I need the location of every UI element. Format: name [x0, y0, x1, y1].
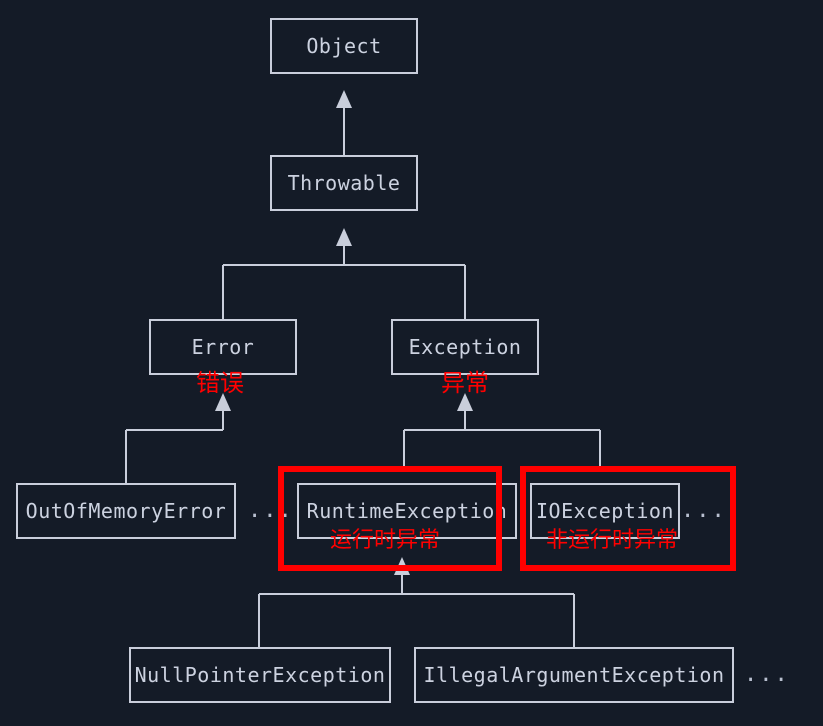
arrowhead-runtimeexception — [394, 557, 410, 575]
node-nullpointerexception[interactable]: NullPointerException — [129, 647, 391, 703]
annotation-error-chinese: 错误 — [196, 369, 244, 397]
node-object-label: Object — [306, 34, 382, 58]
node-ioexception[interactable]: IOException — [530, 483, 680, 539]
ellipsis-after-outofmemoryerror: ... — [248, 498, 294, 523]
node-throwable[interactable]: Throwable — [270, 155, 418, 211]
node-illegalargumentexception[interactable]: IllegalArgumentException — [414, 647, 734, 703]
node-runtimeexception-label: RuntimeException — [306, 499, 508, 523]
node-error-label: Error — [191, 335, 255, 359]
node-error[interactable]: Error — [149, 319, 297, 375]
annotation-exception-chinese: 异常 — [441, 369, 489, 397]
ellipsis-after-illegalargumentexception: ... — [744, 662, 790, 687]
ellipsis-after-ioexception: ... — [681, 498, 727, 523]
arrowhead-object — [336, 90, 352, 108]
node-runtimeexception[interactable]: RuntimeException — [297, 483, 517, 539]
node-outofmemoryerror[interactable]: OutOfMemoryError — [16, 483, 236, 539]
node-exception[interactable]: Exception — [391, 319, 539, 375]
node-ioexception-label: IOException — [536, 499, 674, 523]
node-illegalargumentexception-label: IllegalArgumentException — [423, 663, 725, 687]
node-nullpointerexception-label: NullPointerException — [134, 663, 386, 687]
node-throwable-label: Throwable — [287, 171, 401, 195]
node-exception-label: Exception — [408, 335, 522, 359]
annotation-ioexception-chinese: 非运行时异常 — [546, 528, 679, 553]
annotation-runtimeexception-chinese: 运行时异常 — [330, 528, 441, 553]
arrowhead-throwable — [336, 228, 352, 246]
node-object[interactable]: Object — [270, 18, 418, 74]
node-outofmemoryerror-label: OutOfMemoryError — [25, 499, 227, 523]
